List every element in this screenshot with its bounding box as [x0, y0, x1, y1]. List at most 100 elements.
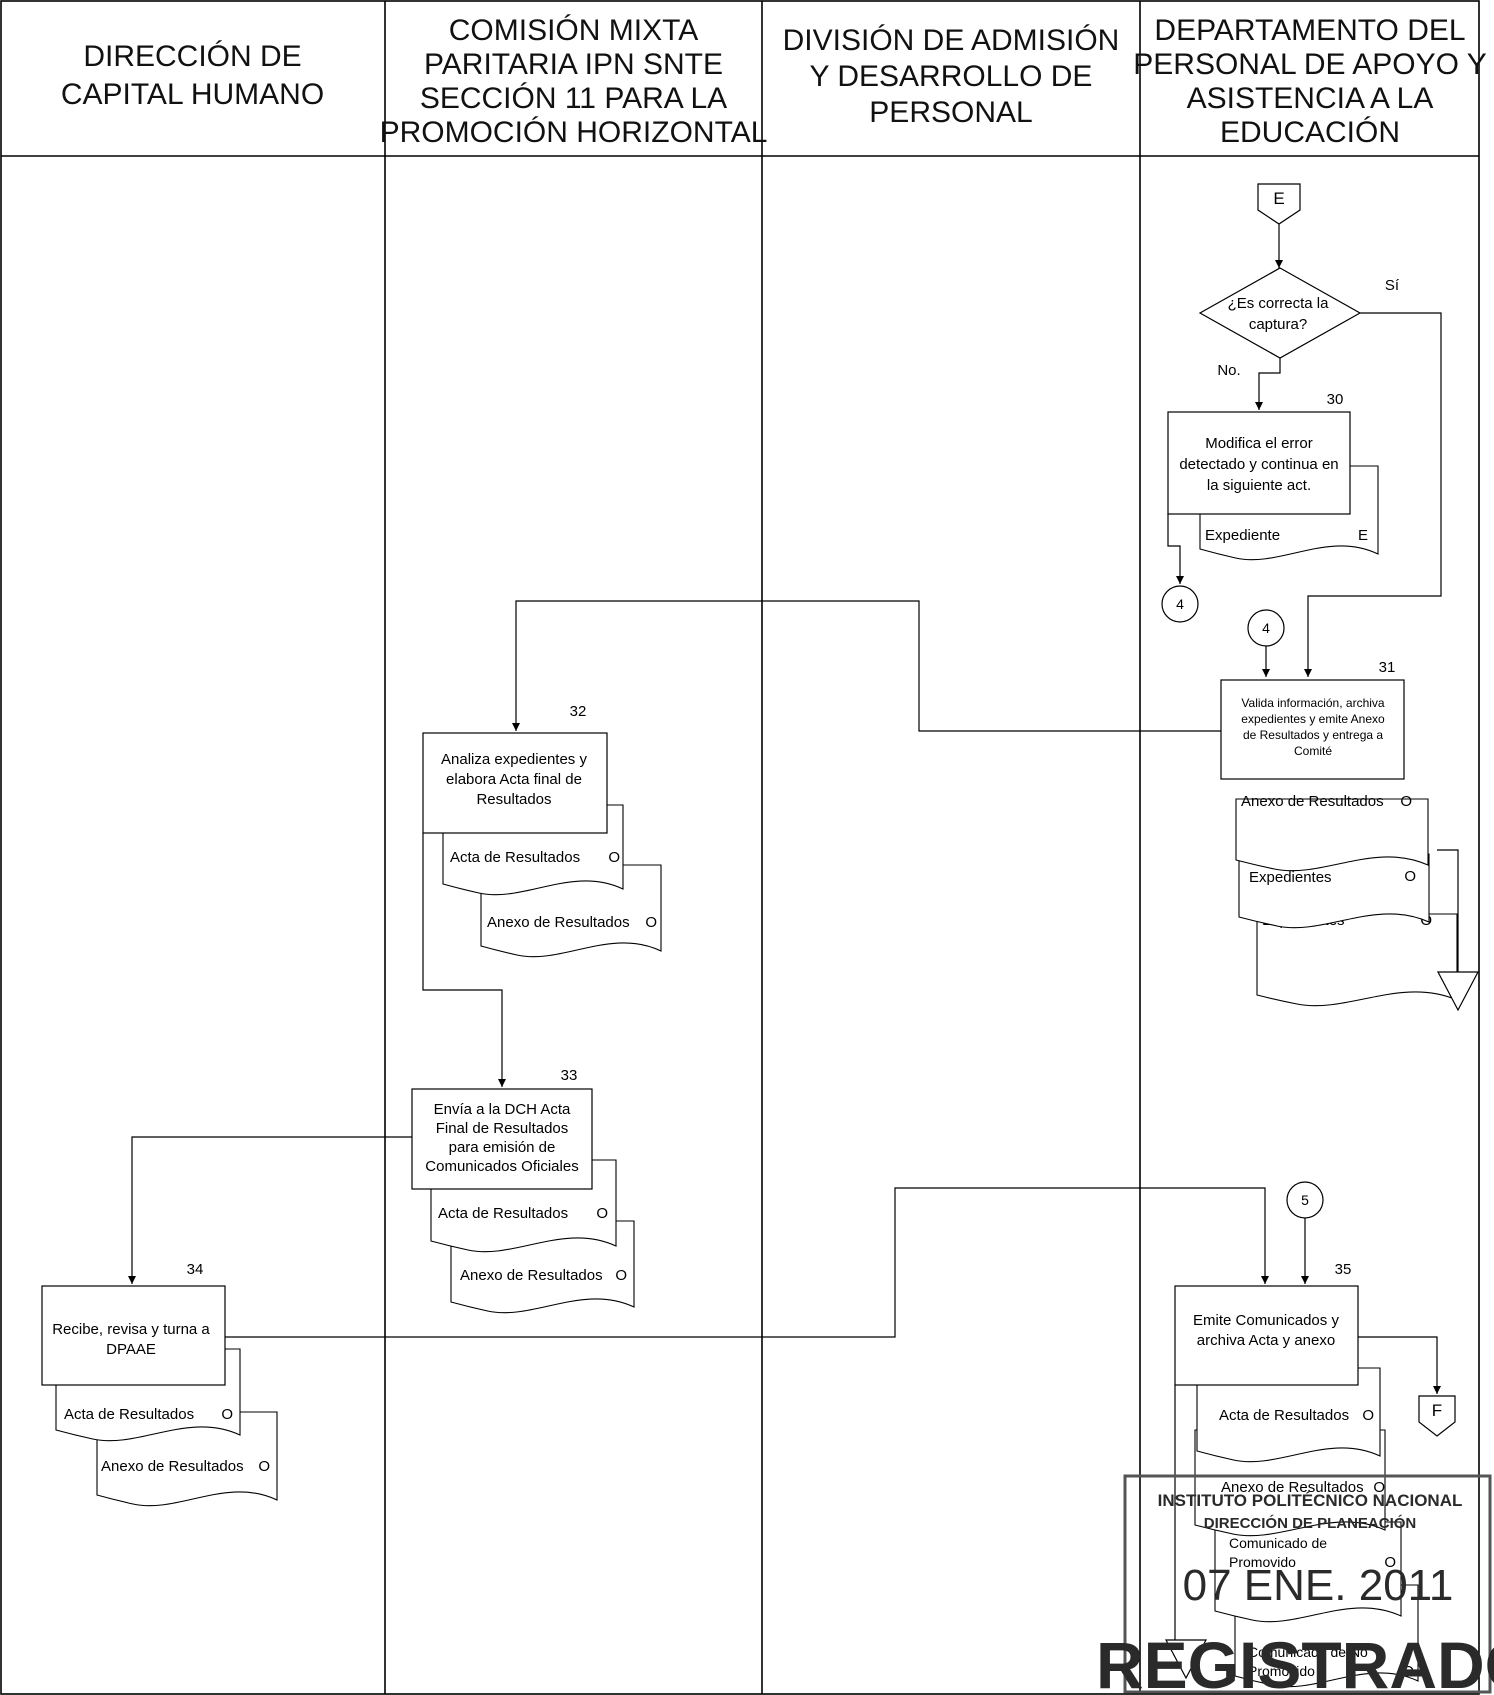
flow-yes-to-31 — [1304, 312, 1442, 677]
flow-32-to-33 — [422, 833, 506, 1087]
step-33-number: 33 — [561, 1067, 578, 1084]
doc-code: O — [608, 849, 620, 866]
lane-header-3: DIVISIÓN DE ADMISIÓN — [783, 24, 1120, 57]
lane-header-4: DEPARTAMENTO DEL — [1154, 14, 1465, 47]
doc-acta-35 — [1196, 1367, 1381, 1463]
connector-label: 4 — [1176, 596, 1184, 612]
flow-lines — [128, 224, 1459, 1640]
offpage-label: F — [1432, 1401, 1442, 1420]
doc-label: Anexo de Resultados — [1221, 1479, 1364, 1496]
step-35-number: 35 — [1335, 1261, 1352, 1278]
step-33-text: Comunicados Oficiales — [425, 1158, 578, 1175]
doc-relacion — [1238, 853, 1430, 929]
lane-header-2: SECCIÓN 11 PARA LA — [420, 82, 727, 115]
step-30-number: 30 — [1327, 391, 1344, 408]
step-33-text: Envía a la DCH Acta — [434, 1101, 571, 1118]
archive-triangle-35 — [1165, 1639, 1207, 1680]
doc-label: Acta de Resultados — [438, 1205, 568, 1222]
connector-label: 5 — [1301, 1192, 1309, 1208]
doc-label: Comunicado de No — [1248, 1644, 1368, 1660]
registration-stamp: INSTITUTO POLITÉCNICO NACIONAL DIRECCIÓN … — [1096, 1474, 1494, 1695]
connector-4-right — [1247, 609, 1285, 647]
lane-header-1: DIRECCIÓN DE — [83, 40, 301, 73]
doc-code: O — [1404, 868, 1416, 885]
doc-code: O — [1384, 1554, 1396, 1571]
doc-label: Anexo de Resultados — [1241, 793, 1384, 810]
lane-header-2: COMISIÓN MIXTA — [449, 14, 698, 47]
doc-code: O — [596, 1205, 608, 1222]
decision-diamond — [1198, 267, 1362, 359]
doc-label: Promovido — [1248, 1663, 1315, 1679]
step-30-text: la siguiente act. — [1207, 477, 1311, 494]
step-32-box — [422, 732, 608, 834]
doc-label: Anexo de Resultados — [101, 1458, 244, 1475]
step-30-text: Modifica el error — [1205, 435, 1313, 452]
stamp-frame — [1123, 1474, 1492, 1694]
step-32-text: Analiza expedientes y — [441, 751, 587, 768]
stamp-department: DIRECCIÓN DE PLANEACIÓN — [1204, 1514, 1417, 1532]
offpage-connector-e — [1257, 183, 1301, 225]
stamp-date: 07 ENE. 2011 — [1183, 1561, 1454, 1610]
step-33-box — [411, 1088, 593, 1190]
step-33-text: para emisión de — [449, 1139, 556, 1156]
lane-header-2: PROMOCIÓN HORIZONTAL — [380, 116, 768, 149]
decision-text: captura? — [1249, 316, 1307, 333]
lane-header-3: Y DESARROLLO DE — [810, 60, 1093, 93]
step-34-number: 34 — [187, 1261, 204, 1278]
lane-header-4: PERSONAL DE APOYO Y — [1133, 48, 1486, 81]
doc-anexo-31 — [1235, 798, 1429, 872]
step-34-box — [41, 1285, 226, 1386]
step-31-text: Valida información, archiva — [1241, 696, 1385, 710]
doc-comunicado-promovido — [1214, 1521, 1402, 1623]
flow-33-to-34 — [128, 1136, 412, 1284]
doc-label: Acta de Resultados — [1219, 1407, 1349, 1424]
doc-label: Expedientes — [1249, 869, 1332, 886]
doc-label: Anexo de Resultados — [487, 914, 630, 931]
lane-header-4: EDUCACIÓN — [1220, 116, 1400, 149]
flow-30-to-connector-4 — [1167, 513, 1184, 584]
flow-35-to-f — [1358, 1336, 1441, 1394]
step-32-number: 32 — [570, 703, 587, 720]
step-31-box — [1220, 679, 1405, 780]
lane-header-2: PARITARIA IPN SNTE — [424, 48, 723, 81]
lane-header-3: PERSONAL — [869, 96, 1032, 129]
step-31-text: Comité — [1294, 744, 1332, 758]
archive-triangle-31 — [1437, 971, 1479, 1012]
doc-code: O — [221, 1406, 233, 1423]
stamp-word: REGISTRADO — [1096, 1628, 1494, 1695]
doc-label: Comunicado de — [1229, 1535, 1327, 1551]
step-34-text: Recibe, revisa y turna a — [52, 1321, 210, 1338]
decision-yes-label: Sí — [1385, 277, 1400, 294]
step-35-box — [1174, 1285, 1359, 1386]
doc-code: E — [1358, 527, 1368, 544]
doc-code: O — [258, 1458, 270, 1475]
step-32-text: elabora Acta final de — [446, 771, 582, 788]
step-35-text: archiva Acta y anexo — [1197, 1332, 1335, 1349]
connector-label: 4 — [1262, 620, 1270, 636]
step-34-text: DPAAE — [106, 1341, 156, 1358]
step-35-text: Emite Comunicados y — [1193, 1312, 1339, 1329]
decision-text: ¿Es correcta la — [1228, 295, 1330, 312]
step-32-text: Resultados — [476, 791, 551, 808]
doc-label: Promovido — [1229, 1554, 1296, 1570]
flow-34-to-35 — [225, 1187, 1269, 1338]
lane-header-4: ASISTENCIA A LA — [1187, 82, 1434, 115]
step-30-box — [1167, 411, 1351, 515]
decision-no-label: No. — [1217, 362, 1240, 379]
offpage-label: E — [1273, 189, 1284, 208]
doc-code: O — [615, 1267, 627, 1284]
step-31-text: expedientes y emite Anexo — [1241, 712, 1385, 726]
stamp-institution: INSTITUTO POLITÉCNICO NACIONAL — [1158, 1491, 1463, 1510]
flow-31-to-32 — [512, 600, 1221, 732]
step-31-number: 31 — [1379, 659, 1396, 676]
doc-label: Expediente — [1205, 527, 1280, 544]
doc-code: O — [1362, 1407, 1374, 1424]
doc-label: Acta de Resultados — [64, 1406, 194, 1423]
connector-4-left — [1161, 585, 1199, 623]
lane-header-1: CAPITAL HUMANO — [61, 78, 324, 111]
doc-code: O — [1400, 793, 1412, 810]
